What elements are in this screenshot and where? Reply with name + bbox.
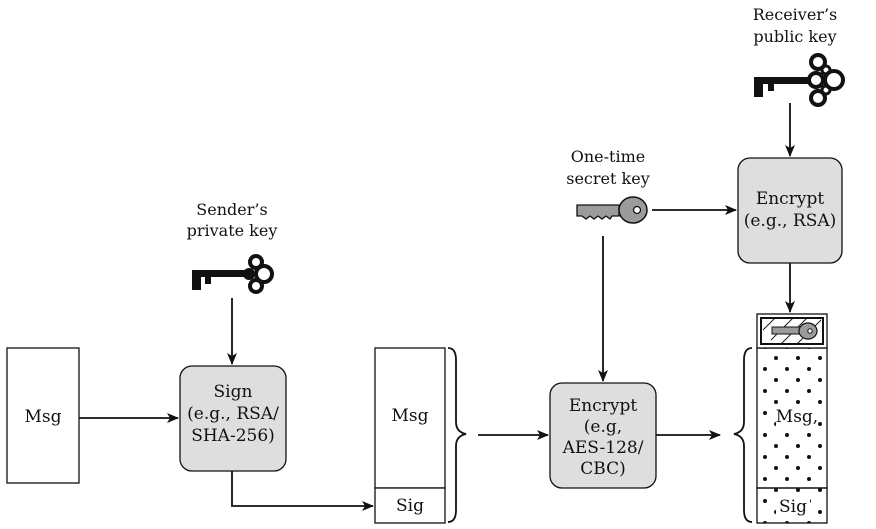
cipher-sig-label: Sig <box>779 497 807 517</box>
receiver-key-label-line2: public key <box>753 27 836 46</box>
encrypt-sym-line4: CBC) <box>580 459 625 479</box>
sign-process-box <box>179 365 287 472</box>
sender-key-label-line1: Sender’s <box>196 200 267 219</box>
receiver-public-key-icon <box>754 53 845 107</box>
cipher-bundle-brace <box>733 347 753 523</box>
signed-sig-label: Sig <box>396 496 424 516</box>
sender-private-key-icon <box>192 254 274 294</box>
sender-key-label-line2: private key <box>187 221 278 240</box>
encrypted-key-icon <box>756 313 828 349</box>
msg-input-label: Msg <box>24 407 61 427</box>
receiver-key-label-line1: Receiver’s <box>753 5 838 24</box>
cipher-msg-label-bg <box>776 404 818 428</box>
onetime-secret-key-icon <box>576 196 648 224</box>
sign-to-sig-arrow <box>231 471 374 511</box>
signed-bundle-brace <box>447 347 467 523</box>
onetime-key-label-line2: secret key <box>566 169 649 188</box>
sign-label-line1: Sign <box>214 382 253 402</box>
onetime-key-label-line1: One-time <box>571 147 645 166</box>
msg-input-box <box>6 347 80 484</box>
encrypt-sym-line3: AES-128/ <box>562 438 644 458</box>
encrypt-sym-line2: (e.g, <box>584 417 622 437</box>
cipher-msg-label: Msg, <box>776 407 818 427</box>
sign-label-line2: (e.g., RSA/ <box>187 404 279 424</box>
signed-msg-label: Msg <box>391 406 428 426</box>
cipher-sig-label-bg <box>776 496 810 518</box>
encrypt-sym-line1: Encrypt <box>569 396 637 416</box>
sign-label-line3: SHA-256) <box>191 426 275 446</box>
encrypt-asym-line1: Encrypt <box>756 189 824 209</box>
encrypt-asym-line2: (e.g., RSA) <box>744 211 837 231</box>
signed-sig-box <box>374 487 446 524</box>
